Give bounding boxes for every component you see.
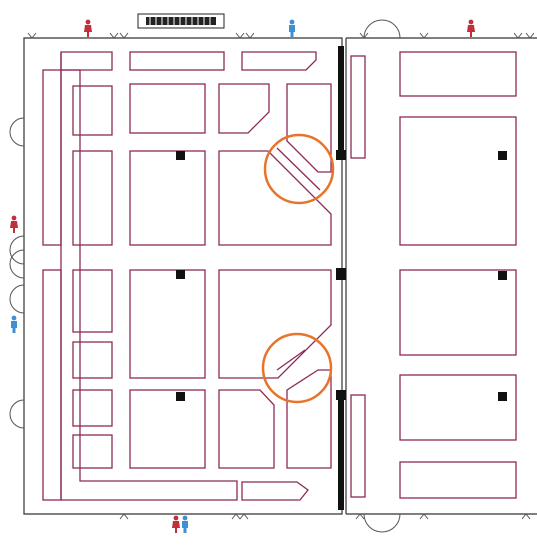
escalator-icon <box>137 13 225 29</box>
pillar <box>336 268 346 280</box>
highlights <box>261 133 335 404</box>
man-restroom-icon <box>182 515 188 533</box>
booth[interactable] <box>72 434 113 469</box>
partition-wall-lower <box>338 400 344 510</box>
booth[interactable] <box>218 389 275 469</box>
booth[interactable] <box>60 51 113 71</box>
booth[interactable] <box>399 461 517 499</box>
booth[interactable] <box>399 374 517 441</box>
aisle-divider <box>276 147 321 191</box>
woman-restroom-icon <box>84 19 92 37</box>
pillar <box>498 271 507 280</box>
door-marks <box>119 513 531 520</box>
door-swing-icon <box>363 19 401 39</box>
booth[interactable] <box>129 389 206 469</box>
booth[interactable] <box>218 83 270 134</box>
woman-restroom-icon <box>10 215 18 233</box>
upper-aisle-highlight[interactable] <box>263 133 335 205</box>
booth[interactable] <box>129 150 206 246</box>
door-swing-icon <box>9 399 25 429</box>
booth[interactable] <box>72 389 113 427</box>
door-swing-icon <box>9 235 25 265</box>
doors <box>9 19 535 533</box>
central-partition <box>336 46 346 510</box>
pillars <box>176 151 507 401</box>
aisle-divider <box>276 349 306 371</box>
booth[interactable] <box>129 83 206 134</box>
door-swing-icon <box>9 249 25 279</box>
pillar <box>498 392 507 401</box>
door-swing-icon <box>363 513 401 533</box>
right-hall-wall <box>345 37 537 515</box>
booth[interactable] <box>42 69 62 246</box>
booth[interactable] <box>399 116 517 246</box>
restrooms <box>10 19 475 533</box>
booth[interactable] <box>399 51 517 97</box>
booth[interactable] <box>399 269 517 356</box>
door-swing-icon <box>9 284 25 314</box>
woman-restroom-icon <box>467 19 475 37</box>
booth[interactable] <box>42 269 62 501</box>
man-restroom-icon <box>289 19 295 37</box>
booth[interactable] <box>350 394 366 498</box>
booth[interactable] <box>218 269 332 379</box>
woman-restroom-icon <box>172 515 180 533</box>
booth[interactable] <box>72 341 113 379</box>
outer-walls <box>23 37 537 515</box>
man-restroom-icon <box>11 315 17 333</box>
door-marks <box>27 32 535 39</box>
booth[interactable] <box>286 369 332 469</box>
partition-wall-upper <box>338 46 344 158</box>
booth[interactable] <box>129 269 206 379</box>
booth[interactable] <box>72 150 113 246</box>
booth[interactable] <box>218 150 332 246</box>
booth-group <box>42 51 517 501</box>
pillar <box>176 151 185 160</box>
pillar <box>336 390 346 400</box>
lower-aisle-highlight[interactable] <box>261 332 333 404</box>
booth[interactable] <box>350 55 366 159</box>
booth[interactable] <box>72 269 113 333</box>
booth[interactable] <box>286 83 332 173</box>
booth[interactable] <box>241 481 309 501</box>
door-swing-icon <box>9 117 25 147</box>
booth[interactable] <box>72 85 113 136</box>
pillar <box>336 150 346 160</box>
booth[interactable] <box>241 51 317 71</box>
pillar <box>176 270 185 279</box>
pillar <box>176 392 185 401</box>
left-hall-wall <box>23 37 343 515</box>
pillar <box>498 151 507 160</box>
booth[interactable] <box>60 52 238 501</box>
booth[interactable] <box>129 51 225 71</box>
